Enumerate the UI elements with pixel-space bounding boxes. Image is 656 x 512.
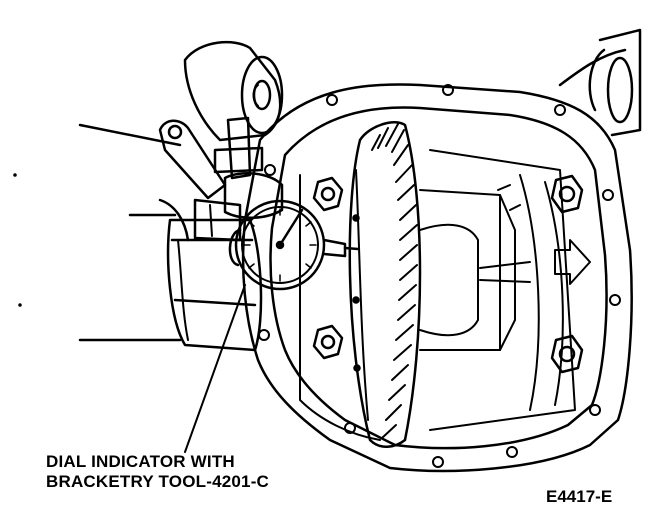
callout-leader [184,284,246,453]
callout-line-1: DIAL INDICATOR WITH [46,452,235,471]
callout-label: DIAL INDICATOR WITH BRACKETRY TOOL-4201-… [46,452,269,492]
arrow-icon [554,239,591,285]
callout-line-2: BRACKETRY TOOL-4201-C [46,472,270,491]
ring-gear [348,121,422,448]
differential-case [419,184,531,351]
housing-cover [241,83,633,473]
axle-tube [558,28,642,137]
figure-code: E4417-E [546,487,613,506]
dial-indicator-tool [158,40,360,291]
dial-gauge-face [234,199,326,291]
cover-bolts [258,84,621,468]
bearing-cap-bolts [312,174,584,374]
specks [13,173,22,307]
